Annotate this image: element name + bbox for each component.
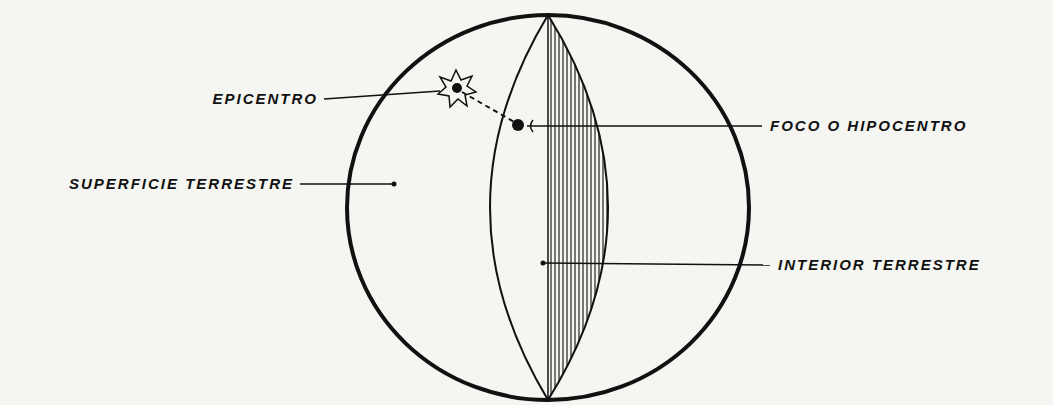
leader-dot bbox=[541, 261, 546, 266]
callout-label: INTERIOR TERRESTRE bbox=[778, 256, 981, 274]
leader-line bbox=[527, 125, 762, 127]
seismic-ray bbox=[462, 92, 514, 122]
lens-left-arc bbox=[490, 15, 548, 400]
leader-line bbox=[543, 263, 770, 265]
leader-dot bbox=[392, 182, 397, 187]
callout-label: FOCO O HIPOCENTRO bbox=[770, 117, 967, 135]
epicenter-dot bbox=[452, 83, 462, 93]
callout-label: SUPERFICIE TERRESTRE bbox=[69, 175, 294, 193]
epicenter-star bbox=[438, 70, 476, 107]
hypocenter-dot bbox=[512, 119, 524, 131]
lens-right-arc bbox=[548, 15, 608, 400]
leader-tick bbox=[531, 120, 534, 132]
lens-axis bbox=[547, 15, 549, 400]
leader-line bbox=[300, 183, 394, 185]
leader-line bbox=[324, 91, 440, 99]
callout-label: EPICENTRO bbox=[212, 90, 318, 108]
earth-surface bbox=[347, 15, 749, 400]
